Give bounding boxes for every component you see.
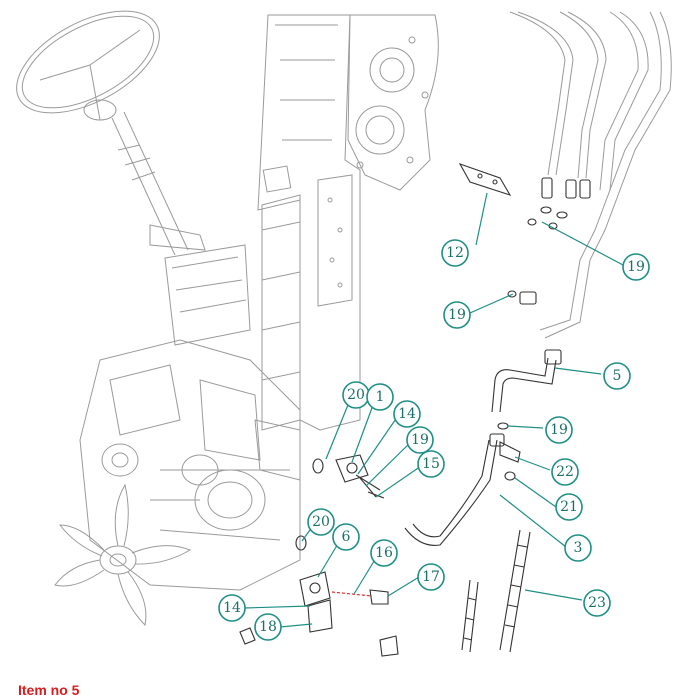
callout-17: 17: [417, 563, 445, 591]
callout-15: 15: [417, 450, 445, 478]
callout-18-label: 18: [259, 619, 277, 635]
leader-lines: [243, 192, 624, 628]
callout-19-right: 19: [545, 416, 573, 444]
valve-block-drawing: [239, 454, 399, 657]
cooling-fan-drawing: [54, 483, 192, 627]
hydraulic-pipes-drawing: [509, 11, 672, 339]
callout-19-middle-label: 19: [448, 307, 466, 323]
seal-rings-drawing: [295, 206, 568, 551]
callout-23: 23: [583, 589, 611, 617]
callout-19-center: 19: [406, 426, 434, 454]
callout-17-label: 17: [422, 569, 440, 585]
steering-wheel-drawing: [16, 10, 160, 121]
callout-18: 18: [254, 613, 282, 641]
callout-19-center-label: 19: [411, 432, 429, 448]
callout-6: 6: [332, 523, 360, 551]
callout-16: 16: [370, 539, 398, 567]
callout-19-middle: 19: [443, 301, 471, 329]
callout-5: 5: [603, 362, 631, 390]
callout-6-label: 6: [342, 529, 351, 545]
item-caption: Item no 5: [18, 682, 80, 698]
callout-14-lower: 14: [218, 594, 246, 622]
callout-22-label: 22: [556, 464, 574, 480]
pipe-item-5-drawing: [491, 349, 562, 413]
callout-14-upper: 14: [393, 400, 421, 428]
callout-19-upper: 19: [622, 253, 650, 281]
callout-3: 3: [564, 534, 592, 562]
callout-1: 1: [366, 383, 394, 411]
callout-20-lower-label: 20: [312, 514, 330, 530]
callout-19-upper-label: 19: [627, 259, 645, 275]
callout-23-label: 23: [588, 595, 606, 611]
callout-20-upper-label: 20: [347, 387, 365, 403]
callout-19-right-label: 19: [550, 422, 568, 438]
steering-column-drawing: [111, 111, 251, 346]
callout-15-label: 15: [422, 456, 440, 472]
callout-14-upper-label: 14: [398, 406, 416, 422]
callout-5-label: 5: [613, 368, 622, 384]
highlight-connector-line: [331, 591, 373, 597]
callout-20-upper: 20: [342, 381, 370, 409]
callout-12: 12: [441, 239, 469, 267]
bracket-part-drawing: [458, 163, 512, 196]
engine-assembly-drawing: [79, 339, 301, 591]
chassis-frame-drawing: [257, 14, 361, 431]
callout-14-lower-label: 14: [223, 600, 241, 616]
pipe-item-3-drawing: [404, 433, 505, 546]
callout-12-label: 12: [446, 245, 464, 261]
callout-20-lower: 20: [307, 508, 335, 536]
callout-21: 21: [555, 493, 583, 521]
callout-1-label: 1: [376, 389, 385, 405]
hose-item-23-drawing: [461, 529, 531, 653]
fitting-parts-drawing: [499, 441, 521, 481]
callout-21-label: 21: [560, 499, 578, 515]
callout-22: 22: [551, 458, 579, 486]
callout-16-label: 16: [375, 545, 393, 561]
gear-housing-drawing: [347, 14, 439, 191]
callout-3-label: 3: [574, 540, 583, 556]
